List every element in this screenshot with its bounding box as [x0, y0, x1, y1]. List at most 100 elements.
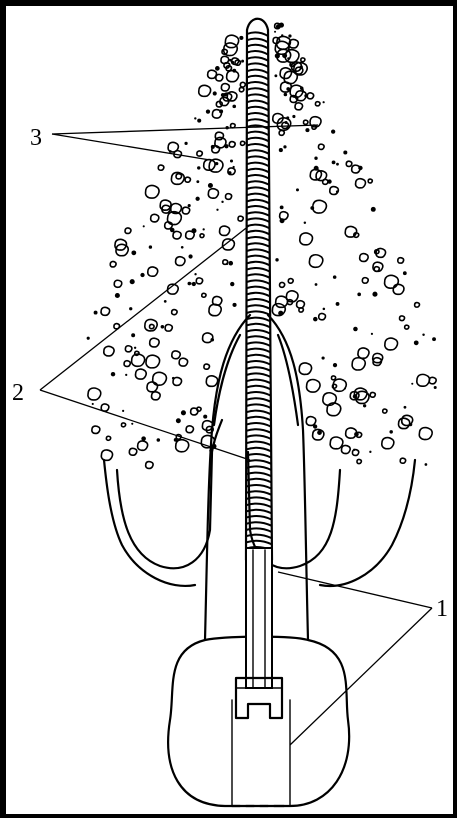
bone-speckle: [216, 209, 218, 211]
bone-speckle: [134, 347, 136, 349]
bone-speckle: [281, 34, 283, 36]
bone-speckle: [210, 338, 214, 342]
bone-speckle: [140, 273, 144, 277]
label-1: 1: [436, 596, 448, 622]
bone-speckle: [304, 222, 306, 224]
bone-speckle: [129, 307, 132, 310]
bone-speckle: [111, 372, 115, 376]
bone-speckle: [188, 254, 192, 258]
bone-speckle: [274, 31, 276, 33]
bone-speckle: [149, 245, 152, 248]
bone-speckle: [333, 363, 337, 367]
bone-speckle: [372, 292, 377, 297]
bone-speckle: [231, 61, 234, 64]
bone-speckle: [411, 383, 413, 385]
bone-speckle: [131, 333, 135, 337]
bone-speckle: [189, 282, 191, 284]
bone-speckle: [228, 261, 233, 266]
label-2: 2: [12, 380, 24, 406]
bone-speckle: [221, 201, 223, 203]
bone-speckle: [241, 60, 244, 63]
bone-speckle: [403, 271, 407, 275]
bone-speckle: [196, 180, 199, 183]
bone-speckle: [215, 162, 218, 165]
bone-speckle: [194, 117, 196, 119]
bone-speckle: [203, 415, 207, 419]
bone-speckle: [389, 430, 392, 433]
bone-speckle: [172, 377, 175, 380]
bone-speckle: [181, 246, 184, 249]
bone-speckle: [94, 311, 98, 315]
bone-speckle: [371, 333, 373, 335]
bone-speckle: [422, 334, 424, 336]
bone-speckle: [92, 403, 94, 405]
bone-speckle: [176, 418, 181, 423]
bone-speckle: [432, 337, 436, 341]
bone-speckle: [414, 340, 419, 345]
bone-speckle: [122, 410, 124, 412]
bone-speckle: [206, 109, 210, 113]
bone-speckle: [203, 228, 205, 230]
bone-speckle: [226, 263, 228, 265]
bone-speckle: [230, 282, 234, 286]
bone-speckle: [317, 430, 322, 435]
bone-speckle: [343, 150, 347, 154]
bone-speckle: [275, 53, 280, 58]
bone-speckle: [305, 128, 309, 132]
bone-speckle: [188, 204, 191, 207]
bone-speckle: [300, 87, 304, 91]
bone-speckle: [336, 163, 339, 166]
bone-speckle: [280, 218, 285, 223]
bone-speckle: [280, 205, 284, 209]
bone-speckle: [363, 404, 366, 407]
bone-speckle: [275, 258, 278, 261]
bone-speckle: [286, 87, 290, 91]
bone-speckle: [353, 327, 358, 332]
bone-speckle: [232, 105, 236, 109]
bone-speckle: [211, 145, 215, 149]
bone-speckle: [333, 275, 337, 279]
bone-speckle: [322, 356, 325, 359]
label-3: 3: [30, 125, 42, 151]
bone-speckle: [327, 179, 331, 183]
bone-speckle: [336, 302, 340, 306]
bone-speckle: [208, 183, 213, 188]
bone-speckle: [313, 317, 318, 322]
bone-speckle: [224, 93, 227, 96]
bone-speckle: [323, 101, 325, 103]
bone-speckle: [164, 300, 167, 303]
bone-speckle: [125, 374, 127, 376]
bone-speckle: [232, 303, 236, 307]
bone-speckle: [279, 148, 283, 152]
bone-speckle: [404, 406, 407, 409]
bone-speckle: [184, 142, 187, 145]
bone-speckle: [283, 145, 286, 148]
bone-speckle: [292, 115, 295, 118]
bone-speckle: [354, 432, 359, 437]
bone-speckle: [425, 463, 428, 466]
bone-speckle: [87, 337, 90, 340]
bone-speckle: [194, 273, 196, 275]
bone-speckle: [157, 438, 161, 442]
bone-speckle: [215, 66, 220, 71]
bone-speckle: [336, 190, 339, 193]
bone-speckle: [143, 225, 145, 227]
bone-speckle: [331, 129, 335, 133]
bone-speckle: [181, 410, 186, 415]
bone-speckle: [323, 308, 326, 311]
bone-speckle: [239, 36, 243, 40]
bone-speckle: [230, 159, 233, 162]
bone-speckle: [213, 91, 217, 95]
bone-speckle: [358, 166, 362, 170]
bone-speckle: [161, 325, 165, 329]
bone-speckle: [115, 293, 120, 298]
bone-speckle: [192, 282, 196, 286]
bone-speckle: [313, 424, 317, 428]
bone-speckle: [434, 386, 437, 389]
bone-speckle: [288, 34, 291, 37]
bone-speckle: [315, 283, 318, 286]
bone-speckle: [371, 207, 376, 212]
bone-speckle: [369, 451, 371, 453]
bone-speckle: [131, 423, 133, 425]
